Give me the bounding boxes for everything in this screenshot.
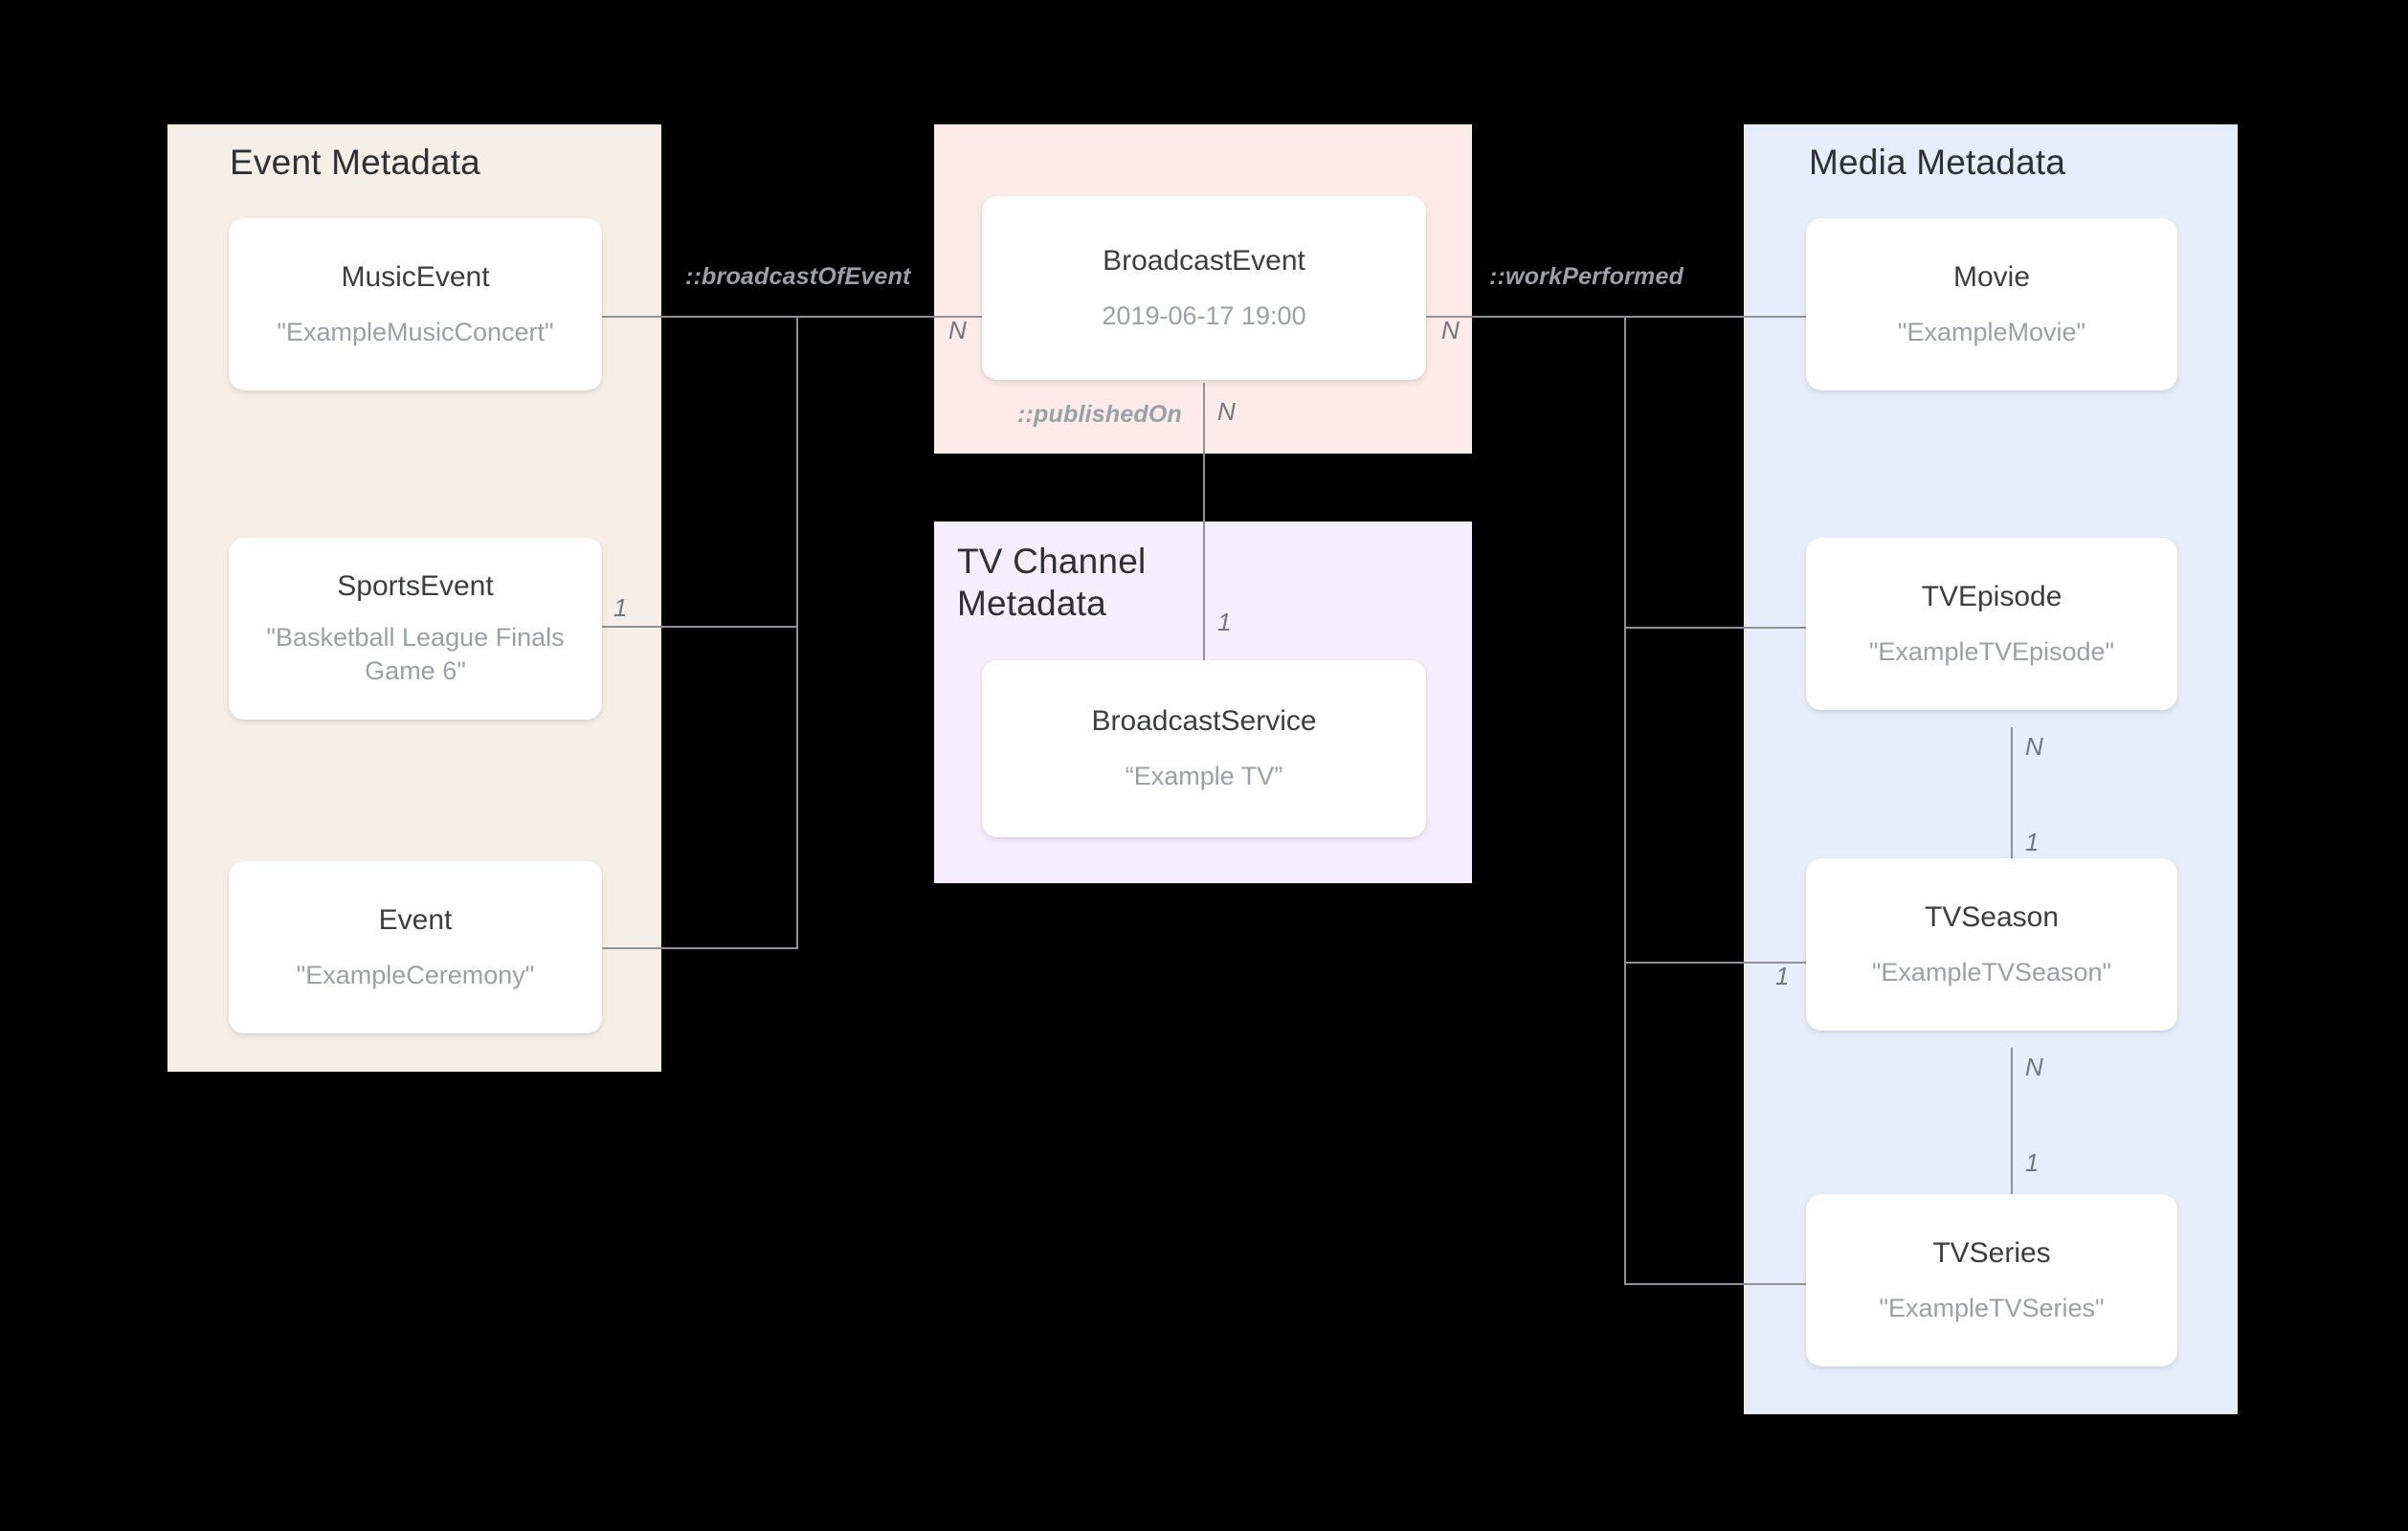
entity-card-movie[interactable]: Movie "ExampleMovie" bbox=[1806, 218, 2177, 390]
entity-card-music-event[interactable]: MusicEvent "ExampleMusicConcert" bbox=[229, 218, 602, 390]
relationship-label-published-on: ::publishedOn bbox=[1017, 401, 1183, 428]
entity-value-broadcast-event: 2019-06-17 19:00 bbox=[1102, 300, 1306, 330]
entity-type-event: Event bbox=[378, 903, 453, 936]
edge-tv-series-stub bbox=[1624, 1283, 1806, 1285]
edge-episode-to-season bbox=[2011, 727, 2013, 909]
entity-card-tv-series[interactable]: TVSeries "ExampleTVSeries" bbox=[1806, 1194, 2177, 1366]
cardinality-published-on-to: 1 bbox=[1217, 608, 1232, 636]
cardinality-work-performed-from: N bbox=[1441, 316, 1460, 344]
edge-event-stub bbox=[602, 947, 798, 949]
entity-value-tv-season: "ExampleTVSeason" bbox=[1871, 957, 2112, 987]
group-title-media-metadata: Media Metadata bbox=[1809, 143, 2066, 182]
cardinality-work-performed-to: 1 bbox=[1775, 962, 1790, 990]
entity-card-tv-episode[interactable]: TVEpisode "ExampleTVEpisode" bbox=[1806, 538, 2177, 710]
edge-movie-stub bbox=[1624, 316, 1806, 318]
entity-type-tv-episode: TVEpisode bbox=[1921, 580, 2062, 612]
entity-type-sports-event: SportsEvent bbox=[337, 570, 494, 603]
entity-value-event: "ExampleCeremony" bbox=[296, 960, 535, 989]
entity-type-tv-series: TVSeries bbox=[1932, 1236, 2051, 1269]
cardinality-broadcast-of-event-to: N bbox=[948, 316, 967, 344]
edge-media-bus bbox=[1624, 316, 1626, 1284]
entity-value-sports-event: "Basketball League Finals Game 6" bbox=[266, 623, 565, 685]
edge-season-to-series bbox=[2011, 1048, 2013, 1230]
relationship-label-broadcast-of-event: ::broadcastOfEvent bbox=[685, 263, 911, 290]
entity-type-broadcast-service: BroadcastService bbox=[1091, 705, 1317, 738]
cardinality-episode-to-season-from: N bbox=[2025, 732, 2043, 761]
cardinality-season-to-series-to: 1 bbox=[2025, 1148, 2040, 1177]
entity-type-broadcast-event: BroadcastEvent bbox=[1103, 244, 1305, 277]
edge-sports-event-stub bbox=[602, 626, 798, 628]
entity-value-tv-episode: "ExampleTVEpisode" bbox=[1868, 636, 2115, 666]
entity-value-music-event: "ExampleMusicConcert" bbox=[277, 317, 554, 346]
entity-type-tv-season: TVSeason bbox=[1924, 900, 2060, 933]
entity-card-sports-event[interactable]: SportsEvent "Basketball League Finals Ga… bbox=[229, 538, 602, 720]
cardinality-episode-to-season-to: 1 bbox=[2025, 828, 2040, 856]
relationship-label-work-performed: ::workPerformed bbox=[1489, 263, 1684, 290]
entity-value-movie: "ExampleMovie" bbox=[1897, 317, 2086, 346]
edge-published-on bbox=[1203, 383, 1205, 660]
edge-event-bus bbox=[796, 316, 798, 949]
cardinality-season-to-series-from: N bbox=[2025, 1053, 2043, 1081]
entity-card-broadcast-service[interactable]: BroadcastService “Example TV” bbox=[982, 660, 1426, 837]
entity-card-event[interactable]: Event "ExampleCeremony" bbox=[229, 861, 602, 1033]
edge-tv-season-stub bbox=[1624, 962, 1806, 964]
entity-type-movie: Movie bbox=[1952, 260, 2031, 293]
entity-card-broadcast-event[interactable]: BroadcastEvent 2019-06-17 19:00 bbox=[982, 196, 1426, 380]
entity-type-music-event: MusicEvent bbox=[341, 260, 490, 293]
edge-tv-episode-stub bbox=[1624, 627, 1806, 629]
entity-value-tv-series: "ExampleTVSeries" bbox=[1879, 1293, 2105, 1322]
cardinality-broadcast-of-event-from: 1 bbox=[613, 593, 628, 622]
cardinality-published-on-from: N bbox=[1217, 397, 1236, 426]
edge-music-event-stub bbox=[602, 316, 798, 318]
entity-card-tv-season[interactable]: TVSeason "ExampleTVSeason" bbox=[1806, 858, 2177, 1031]
group-title-tv-channel-metadata: TV Channel Metadata bbox=[957, 542, 1147, 623]
edge-work-performed bbox=[1426, 316, 1627, 318]
edge-broadcast-of-event bbox=[796, 316, 988, 318]
group-title-event-metadata: Event Metadata bbox=[230, 143, 480, 182]
entity-value-broadcast-service: “Example TV” bbox=[1125, 762, 1283, 791]
